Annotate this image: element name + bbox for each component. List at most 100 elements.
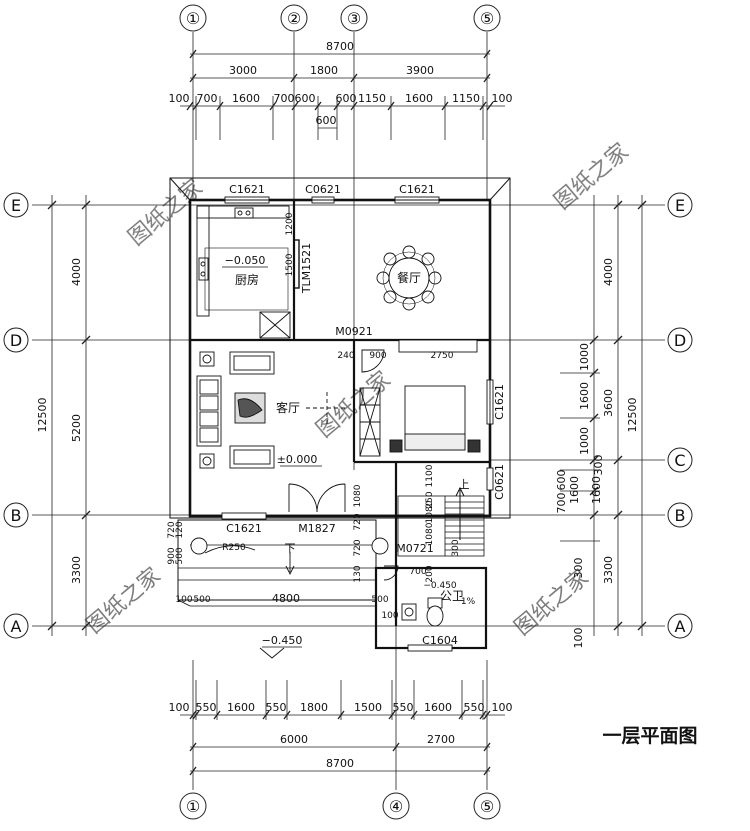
doors xyxy=(288,349,399,581)
axis-label-right-D: D xyxy=(674,331,686,350)
dim-left-inner-3: 3300 xyxy=(70,556,83,584)
label-porch-720c: 720 xyxy=(353,513,363,530)
axis-label-left-A: A xyxy=(11,617,22,636)
label-m0921: M0921 xyxy=(335,325,373,338)
label-porch-720b: 720 xyxy=(353,539,363,556)
axis-label-right-E: E xyxy=(675,196,685,215)
windows xyxy=(221,196,494,652)
label-porch-500b: 500 xyxy=(371,595,388,605)
dim-bottom-detail-4: 550 xyxy=(266,701,287,714)
label-c0621-right: C0621 xyxy=(493,464,506,500)
label-porch-900: 900 xyxy=(167,547,177,564)
drawing-title: 一层平面图 xyxy=(602,725,697,747)
dim-bottom-detail-3: 1600 xyxy=(227,701,255,714)
axis-label-left-B: B xyxy=(11,506,22,525)
dim-bottom-detail-6: 1500 xyxy=(354,701,382,714)
dim-top-total: 8700 xyxy=(326,40,354,53)
dim-right-inner-1: 1000 xyxy=(578,343,591,371)
dim-right-inner-2: 1600 xyxy=(578,382,591,410)
dim-bottom-detail-8: 1600 xyxy=(424,701,452,714)
porch-outline xyxy=(177,519,377,601)
label-stair-1100: 1100 xyxy=(425,464,435,487)
left-dimension-lines xyxy=(47,195,91,636)
dim-top-detail-4: 700 xyxy=(274,92,295,105)
axis-label-top-2: ② xyxy=(287,9,301,28)
label-bed-2750: 2750 xyxy=(431,351,454,361)
dim-top-detail-7: 1150 xyxy=(358,92,386,105)
level-outside: −0.450 xyxy=(262,634,303,647)
top-dimension-lines xyxy=(180,49,505,140)
watermark-4: 图纸之家 xyxy=(82,563,165,639)
porch-elements xyxy=(190,537,389,659)
label-stair-1080: 1080 xyxy=(425,522,435,545)
label-porch-100b: 100 xyxy=(381,611,398,621)
label-kit-1200: 1200 xyxy=(285,212,295,235)
label-porch-1080: 1080 xyxy=(353,484,363,507)
right-dimension-lines xyxy=(560,195,647,636)
label-toilet-700: 700 xyxy=(409,567,426,577)
label-m0721: M0721 xyxy=(396,542,434,555)
dim-top-detail-3: 1600 xyxy=(232,92,260,105)
dim-top-detail-2: 700 xyxy=(197,92,218,105)
label-porch-100: 100 xyxy=(175,595,192,605)
axis-label-right-B: B xyxy=(675,506,686,525)
axis-label-top-3: ③ xyxy=(347,9,361,28)
bedroom-furniture xyxy=(359,339,481,457)
label-c1621-front: C1621 xyxy=(226,522,262,535)
dim-right-extra-2: 1600 xyxy=(568,476,581,504)
label-tlm1521: TLM1521 xyxy=(300,243,313,294)
label-c1621-top-right: C1621 xyxy=(399,183,435,196)
room-kitchen: 厨房 xyxy=(235,272,259,287)
dim-top-detail-6: 600 xyxy=(336,92,357,105)
dim-top-detail-10: 100 xyxy=(492,92,513,105)
label-porch-1080b: 1080 xyxy=(425,500,435,523)
label-c1604: C1604 xyxy=(422,634,458,647)
dim-top-sub: 600 xyxy=(316,114,337,127)
dim-top-detail-1: 100 xyxy=(169,92,190,105)
dim-right-inner-7: 300 xyxy=(572,558,585,579)
dim-top-mid-2: 1800 xyxy=(310,64,338,77)
dim-left-inner-2: 5200 xyxy=(70,414,83,442)
level-kitchen: −0.050 xyxy=(225,254,266,267)
label-stair-250: 250 xyxy=(425,491,435,508)
dim-bottom-total: 8700 xyxy=(326,757,354,770)
axis-label-top-5: ⑤ xyxy=(480,9,494,28)
kitchen-fixtures xyxy=(196,205,300,339)
watermark-2: 图纸之家 xyxy=(550,139,633,215)
dim-top-detail-5: 600 xyxy=(295,92,316,105)
dim-top-mid-1: 3000 xyxy=(229,64,257,77)
label-down: 下 xyxy=(285,542,296,555)
dim-right-outer: 12500 xyxy=(626,398,639,433)
label-kit-1500: 1500 xyxy=(285,253,295,276)
dim-bottom-detail-2: 550 xyxy=(196,701,217,714)
label-m1827: M1827 xyxy=(298,522,336,535)
label-porch-130: 130 xyxy=(353,565,363,582)
label-c0621-top: C0621 xyxy=(305,183,341,196)
dim-top-detail-8: 1600 xyxy=(405,92,433,105)
label-stair-300: 300 xyxy=(451,539,461,556)
axis-label-right-C: C xyxy=(674,451,685,470)
dim-bottom-detail-5: 1800 xyxy=(300,701,328,714)
dim-left-outer: 12500 xyxy=(36,398,49,433)
label-r250: R250 xyxy=(222,543,246,553)
axis-label-bottom-1: ① xyxy=(186,797,200,816)
dim-top-detail-9: 1150 xyxy=(452,92,480,105)
room-dining: 餐厅 xyxy=(397,270,421,285)
label-porch-720a: 720 xyxy=(167,521,177,538)
label-porch-length: 4800 xyxy=(272,592,300,605)
level-toilet: −0.450 xyxy=(423,581,457,591)
axis-label-left-D: D xyxy=(10,331,22,350)
label-toilet-200: 200 xyxy=(425,565,435,582)
staircase xyxy=(397,486,485,557)
dim-right-inner-3: 1000 xyxy=(578,427,591,455)
dim-top-mid-3: 3900 xyxy=(406,64,434,77)
dim-right-inner-6: 700 xyxy=(555,493,568,514)
dim-bottom-mid-1: 6000 xyxy=(280,733,308,746)
label-porch-120: 120 xyxy=(175,521,185,538)
toilet-fixtures xyxy=(401,597,444,627)
building-walls xyxy=(169,177,511,650)
label-porch-500c: 500 xyxy=(175,547,185,564)
level-living: ±0.000 xyxy=(277,453,318,466)
dim-right-inner-8: 100 xyxy=(572,628,585,649)
